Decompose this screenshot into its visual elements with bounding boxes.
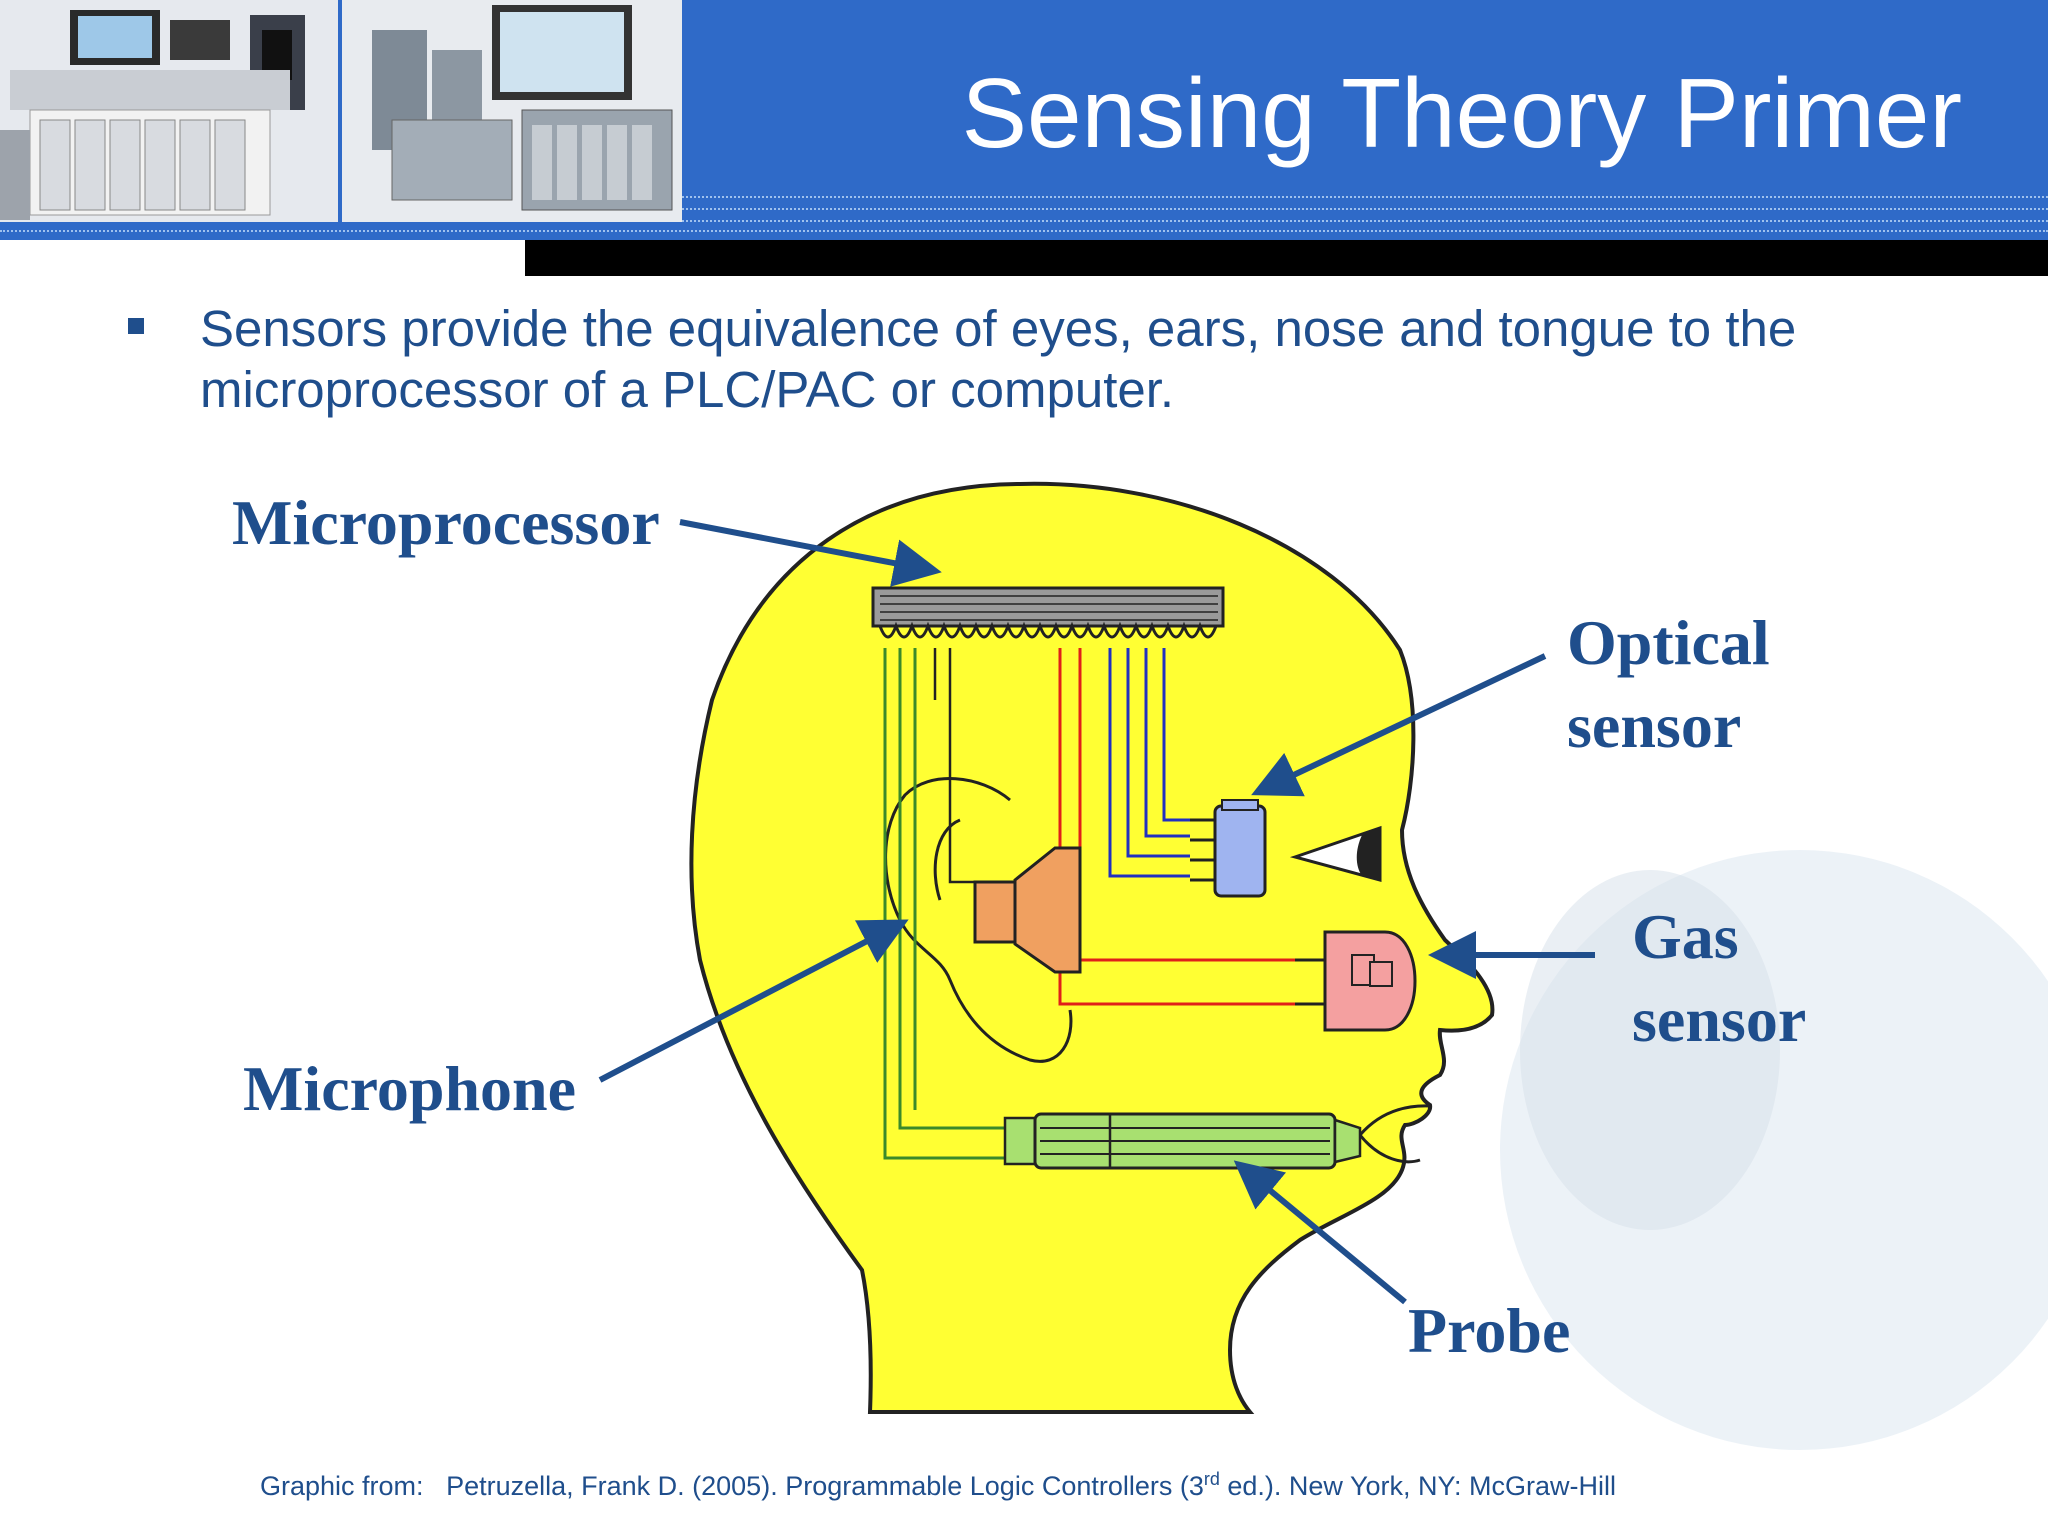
probe-wires xyxy=(883,648,1005,1160)
probe-arrow xyxy=(1233,1160,1407,1305)
microphone xyxy=(973,846,1082,974)
citation-text-end: ed.). New York, NY: McGraw-Hill xyxy=(1219,1471,1616,1501)
microphone-wires xyxy=(933,648,975,884)
optical-sensor xyxy=(1190,799,1267,898)
header-dotted-line xyxy=(682,196,2048,198)
plc-rack-photo xyxy=(0,0,338,222)
microphone-label: Microphone xyxy=(243,1053,577,1124)
header-dotted-line xyxy=(682,208,2048,210)
ear-inner xyxy=(933,818,961,901)
gas-sensor-label-line1: Gas xyxy=(1632,901,1739,972)
microprocessor-arrow xyxy=(679,519,942,587)
optical-sensor-arrow xyxy=(1251,653,1547,797)
ear xyxy=(884,777,1073,1063)
background-figure xyxy=(1520,870,1780,1230)
mouth xyxy=(1358,1104,1431,1164)
eye xyxy=(1289,825,1382,882)
citation-superscript: rd xyxy=(1203,1469,1220,1489)
citation-prefix: Graphic from: xyxy=(260,1471,424,1501)
slide-title: Sensing Theory Primer xyxy=(961,58,1962,168)
microprocessor-label: Microprocessor xyxy=(232,487,660,558)
head-silhouette xyxy=(689,481,1495,1414)
graphic-citation: Graphic from: Petruzella, Frank D. (2005… xyxy=(260,1462,1616,1503)
gas-sensor-label-line2: sensor xyxy=(1632,984,1807,1055)
microprocessor-chip xyxy=(871,586,1225,639)
header-dotted-line xyxy=(682,220,2048,222)
header-notch xyxy=(0,240,525,276)
microphone-arrow xyxy=(598,919,909,1083)
citation-text: Petruzella, Frank D. (2005). Programmabl… xyxy=(446,1471,1204,1501)
probe-label: Probe xyxy=(1408,1295,1571,1366)
bullet-text: Sensors provide the equivalence of eyes,… xyxy=(200,300,1797,418)
probe xyxy=(1003,1112,1362,1170)
optical-sensor-label-line1: Optical xyxy=(1567,607,1770,678)
header-banner xyxy=(0,0,2048,240)
header-dotted-line xyxy=(0,230,2048,232)
header-underline-bar xyxy=(525,240,2048,276)
optical-sensor-label-line2: sensor xyxy=(1567,690,1742,761)
plc-modules-photo xyxy=(342,0,682,222)
gas-sensor xyxy=(1295,930,1417,1032)
bullet-icon xyxy=(128,318,144,334)
optical-sensor-wires xyxy=(1108,648,1190,878)
